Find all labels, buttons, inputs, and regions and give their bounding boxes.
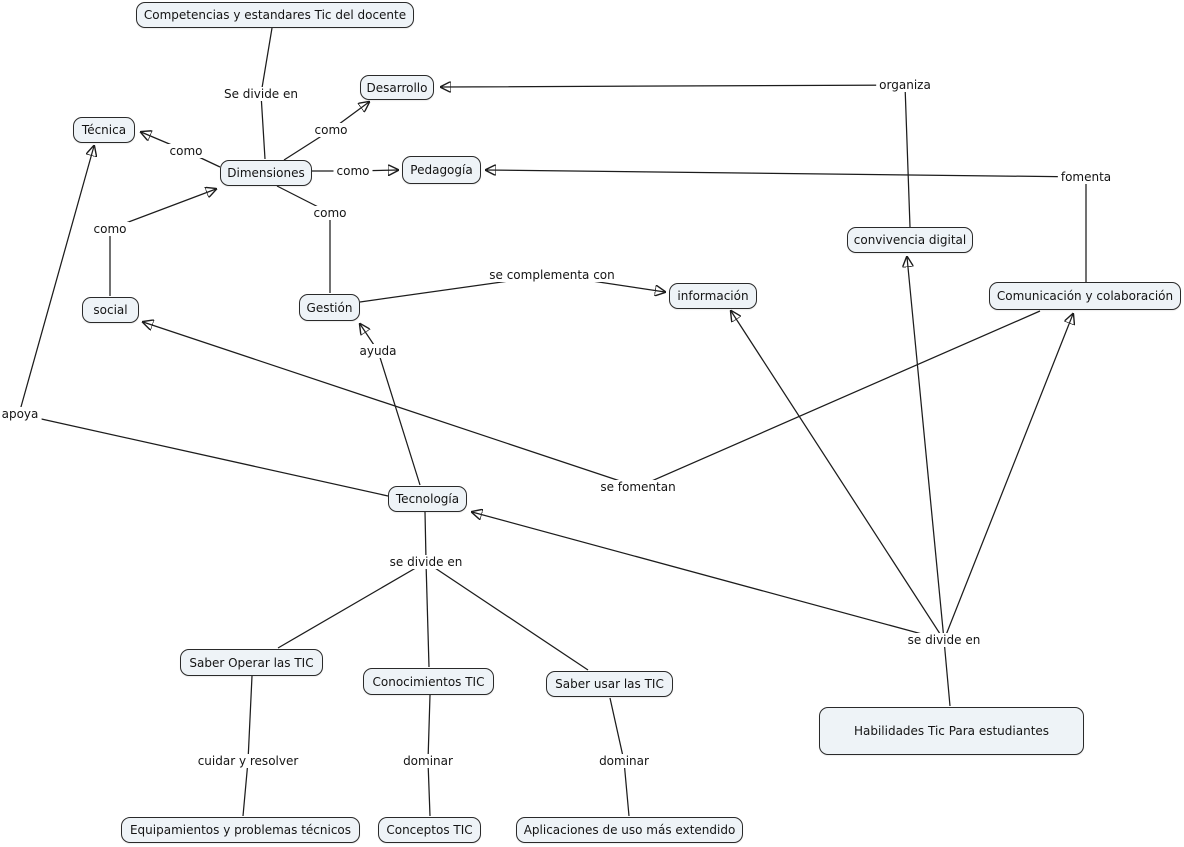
edge-divide2-tecnologia [472,512,945,641]
edge-label-como-social[interactable]: como [90,222,130,236]
edge-divide-conocimientos [425,561,430,668]
edge-label-organiza[interactable]: organiza [876,78,934,92]
node-gestion[interactable]: Gestión [299,294,360,321]
node-dimensiones[interactable]: Dimensiones [220,160,312,186]
edge-divide-saber-operar [277,561,427,649]
node-tecnologia[interactable]: Tecnología [388,486,467,512]
node-desarrollo[interactable]: Desarrollo [360,75,434,100]
edge-divide2-convivencia [907,257,945,641]
node-convivencia[interactable]: convivencia digital [847,227,973,253]
edge-label-como-desarrollo[interactable]: como [311,123,351,137]
edge-label-como-pedagogia[interactable]: como [333,164,373,178]
edge-divide-saber-usar [425,561,589,671]
node-conocimientos[interactable]: Conocimientos TIC [363,668,494,695]
edge-label-se-divide-habilidades[interactable]: se divide en [904,633,984,647]
node-informacion[interactable]: información [669,283,757,309]
edge-label-dominar-saber-usar[interactable]: dominar [596,754,652,768]
edge-divide2-informacion [731,311,945,641]
edge-label-se-divide-top[interactable]: Se divide en [220,87,302,101]
edge-label-dominar-conocimientos[interactable]: dominar [400,754,456,768]
edge-saber-operar-equipamientos [242,675,253,817]
edge-label-se-fomentan[interactable]: se fomentan [597,480,679,494]
edge-dimensiones-gestion [276,185,331,293]
edge-label-se-complementa[interactable]: se complementa con [486,268,618,282]
node-comunicacion[interactable]: Comunicación y colaboración [989,282,1181,310]
node-aplicaciones[interactable]: Aplicaciones de uso más extendido [516,817,743,843]
edge-social-dimensiones [109,189,216,296]
edge-label-ayuda[interactable]: ayuda [356,344,400,358]
edge-label-como-tecnica[interactable]: como [166,144,206,158]
edge-label-como-gestion[interactable]: como [310,206,350,220]
edge-comunicacion-social [143,310,1041,488]
node-tecnica[interactable]: Técnica [73,117,135,143]
edge-label-cuidar-y-resolver[interactable]: cuidar y resolver [194,754,302,768]
node-social[interactable]: social [82,297,139,323]
node-saber-operar[interactable]: Saber Operar las TIC [180,649,323,676]
edge-habilidades-stem [943,639,951,707]
edge-comunicacion-pedagogia [486,170,1087,282]
edge-tecnologia-tecnica [18,146,389,497]
edge-divide2-comunicacion [943,314,1073,641]
node-conceptos[interactable]: Conceptos TIC [378,817,481,843]
node-pedagogia[interactable]: Pedagogía [402,156,481,184]
edge-label-se-divide-tecnologia[interactable]: se divide en [386,555,466,569]
node-habilidades[interactable]: Habilidades Tic Para estudiantes [819,707,1084,755]
edge-convivencia-desarrollo [441,85,911,228]
edge-label-fomenta[interactable]: fomenta [1057,170,1115,184]
edge-label-apoya[interactable]: apoya [0,407,42,421]
node-competencias[interactable]: Competencias y estandares Tic del docent… [136,2,414,28]
node-saber-usar[interactable]: Saber usar las TIC [546,671,673,697]
edge-tecnologia-stem [424,511,427,561]
node-equipamientos[interactable]: Equipamientos y problemas técnicos [121,817,360,843]
